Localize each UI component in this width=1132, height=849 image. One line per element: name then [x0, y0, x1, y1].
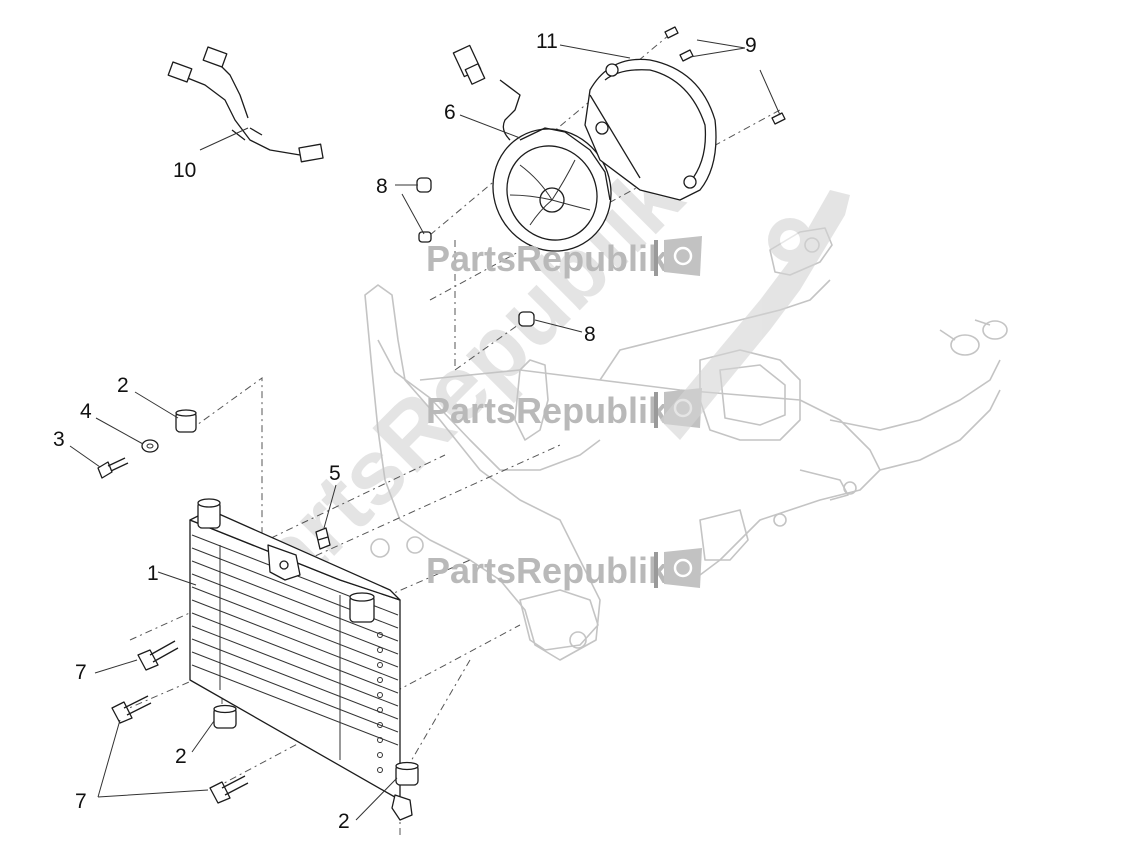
watermark-text-1: PartsRepublik — [426, 238, 669, 279]
cooling-fan — [452, 44, 612, 252]
wrench-logo-watermark — [660, 190, 850, 440]
watermark-badge-1: PartsRepublik — [426, 236, 702, 279]
washer-and-bolt — [97, 439, 159, 479]
shroud-screws — [664, 26, 786, 125]
leader-lines — [69, 39, 781, 821]
watermark-text-2: PartsRepublik — [426, 390, 669, 431]
part-callouts: 1 2 2 2 3 4 5 6 7 7 8 8 9 10 11 — [53, 30, 757, 833]
rubber-mounts — [111, 640, 249, 804]
callout-6: 6 — [444, 101, 456, 124]
callout-4: 4 — [80, 400, 92, 423]
watermark-badge-3: PartsRepublik — [426, 548, 702, 591]
bushings — [416, 177, 535, 327]
frame-outline — [364, 227, 1008, 661]
cooler-holes — [377, 632, 383, 773]
grommets — [175, 409, 419, 786]
callout-10: 10 — [173, 159, 196, 182]
callout-8-top: 8 — [376, 175, 388, 198]
oil-cooler — [189, 498, 413, 821]
wiring-harness — [167, 46, 324, 163]
callout-2-middle: 2 — [175, 745, 187, 768]
callout-7-top: 7 — [75, 661, 87, 684]
callout-2-top: 2 — [117, 374, 129, 397]
clip-nut — [315, 527, 331, 550]
callout-2-bottom: 2 — [338, 810, 350, 833]
callout-7-bottom: 7 — [75, 790, 87, 813]
callout-11: 11 — [536, 30, 558, 53]
watermark-badge-2: PartsRepublik — [426, 388, 702, 431]
fan-shroud — [584, 58, 717, 201]
callout-9: 9 — [745, 34, 757, 57]
watermark-text-3: PartsRepublik — [426, 550, 669, 591]
callout-5: 5 — [329, 462, 341, 485]
callout-1: 1 — [147, 562, 159, 585]
callout-3: 3 — [53, 428, 65, 451]
callout-8-middle: 8 — [584, 323, 596, 346]
